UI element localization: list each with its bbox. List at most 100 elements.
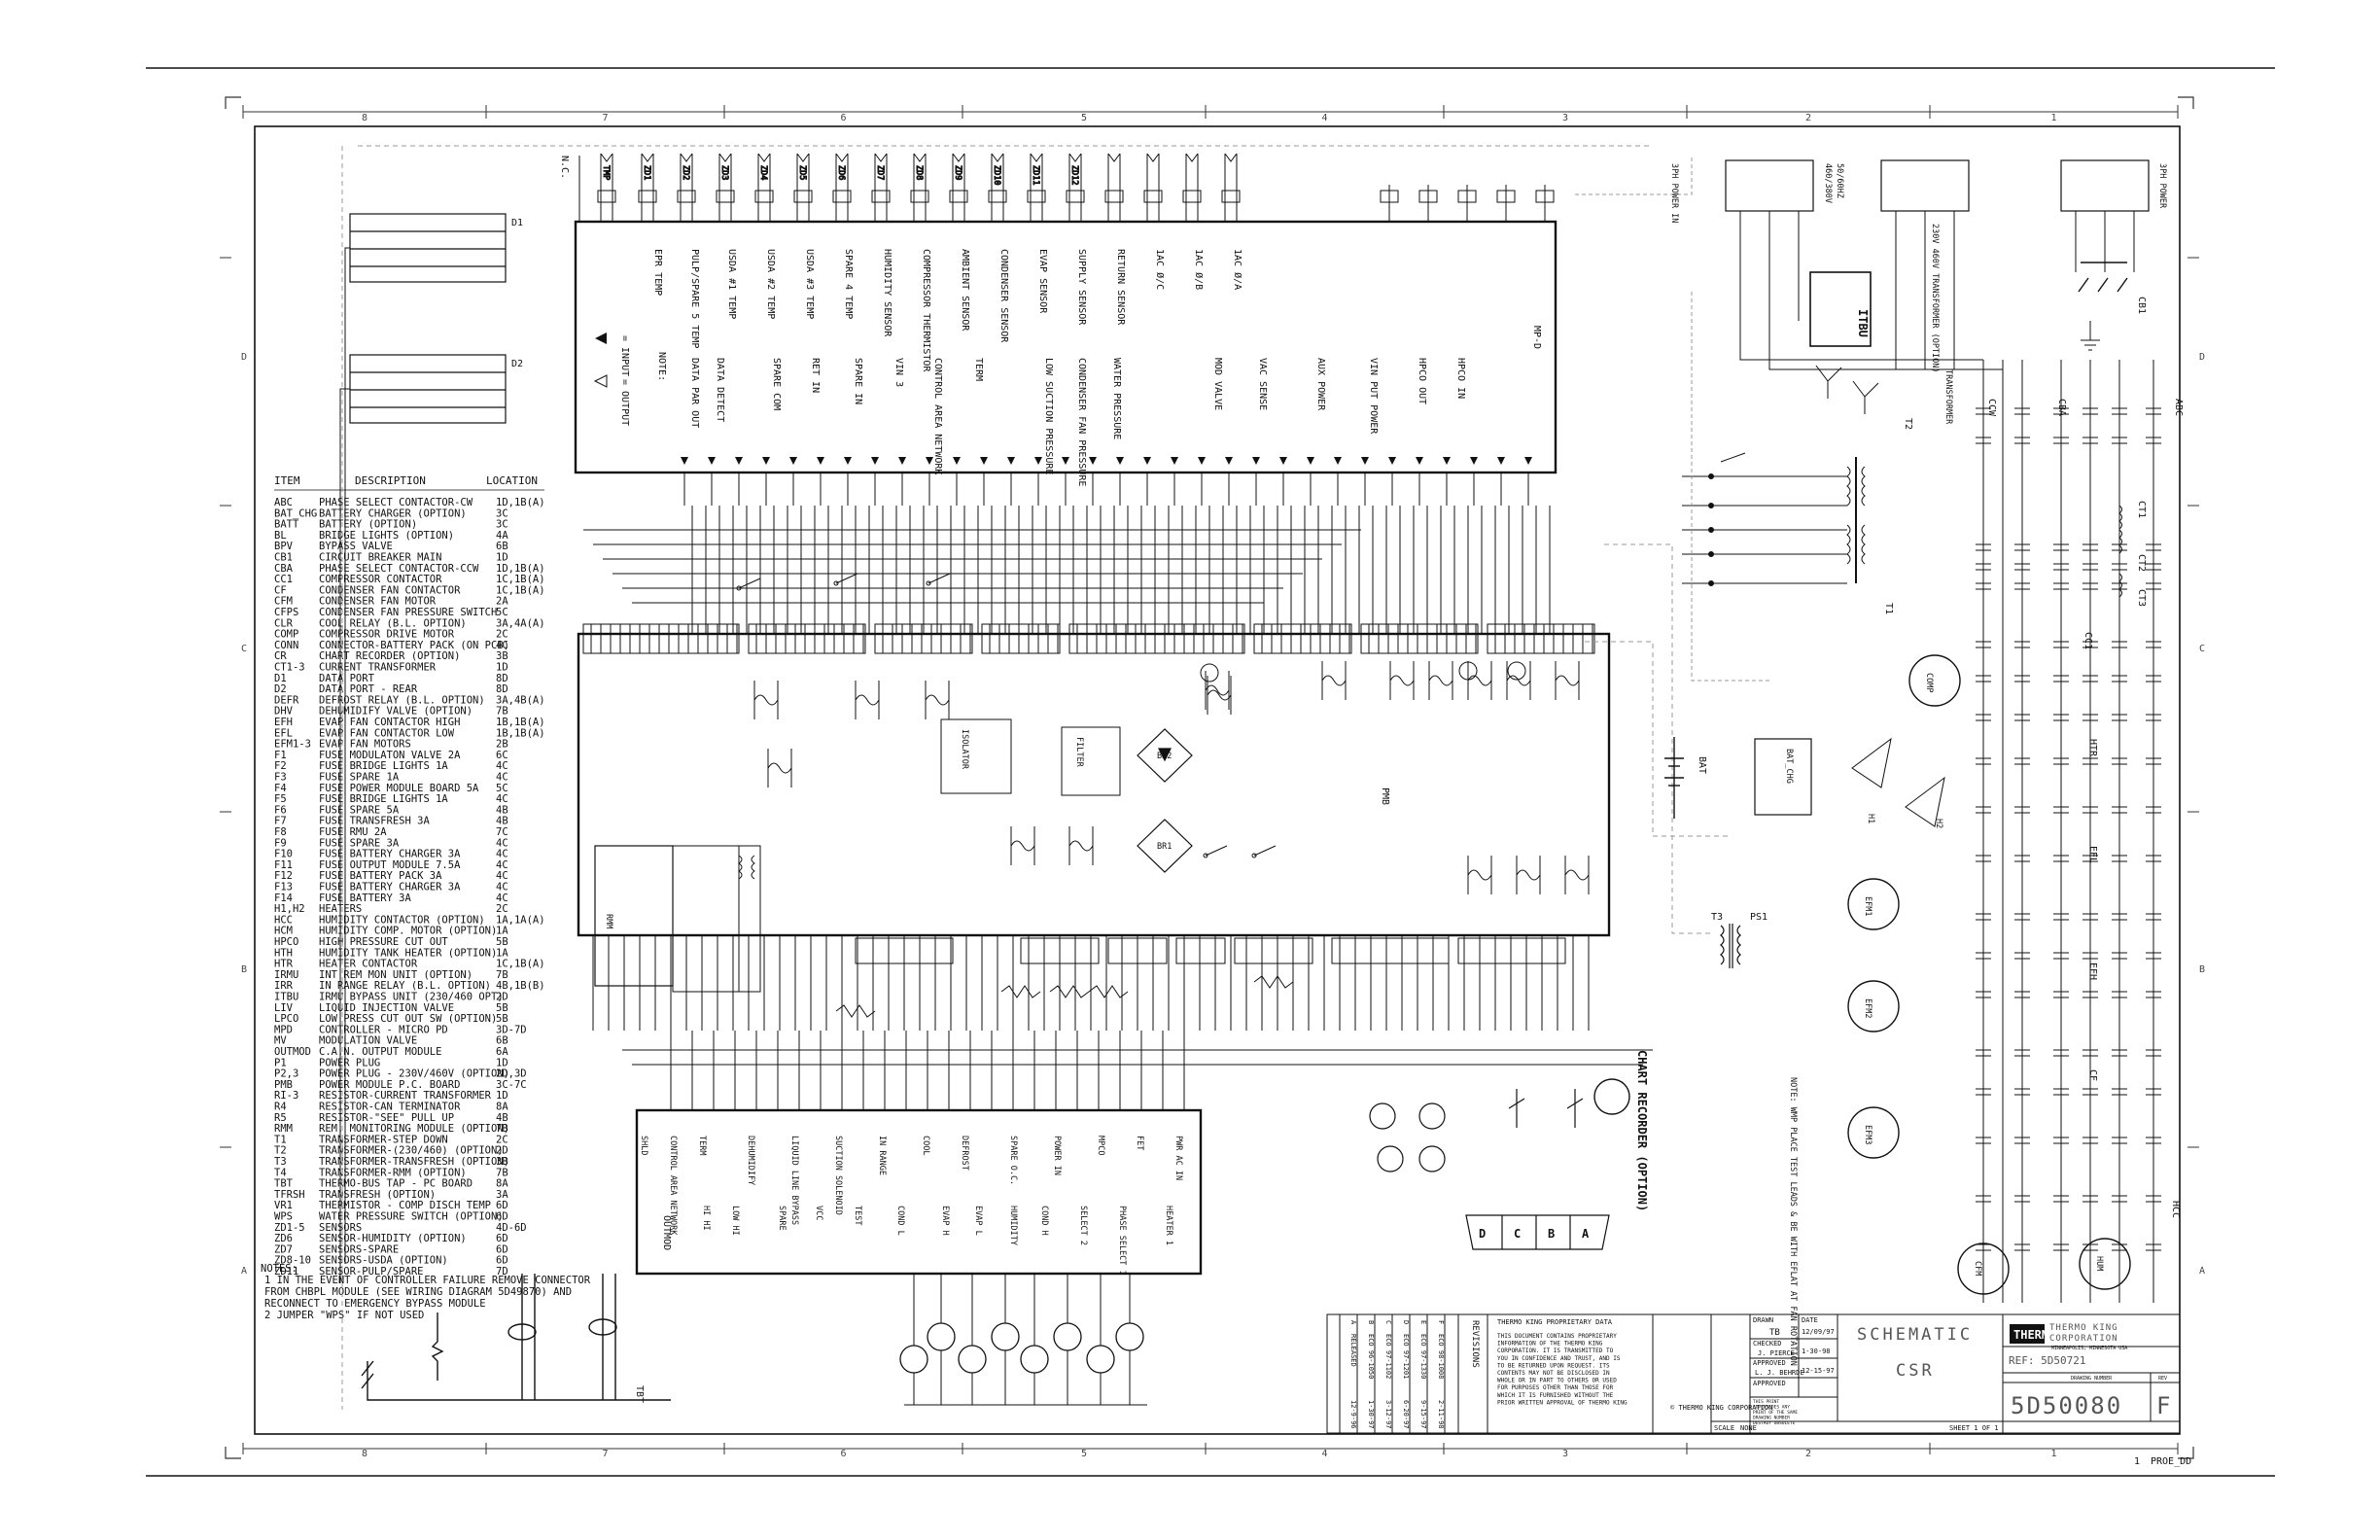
controller-pin-marker bbox=[1388, 457, 1396, 465]
battery-charger-label: BAT_CHG bbox=[1784, 749, 1794, 784]
contactor-label: ABC bbox=[2173, 399, 2184, 416]
legend-item: ZD6 bbox=[274, 1233, 293, 1244]
t1-tap-point bbox=[1708, 580, 1714, 586]
ref-label: REF: 5D50721 bbox=[2009, 1354, 2085, 1367]
legend-location: 6B bbox=[496, 541, 508, 552]
controller-output-label: CONTROL AREA NETWORK bbox=[932, 358, 943, 474]
doc-number: 5D50080 bbox=[2011, 1392, 2122, 1419]
sensor-thermistor-icon bbox=[952, 153, 965, 162]
controller-output-label: DATA DETECT bbox=[715, 358, 725, 422]
sensor-connector bbox=[832, 190, 852, 203]
legend-description: EVAP FAN CONTACTOR LOW bbox=[319, 727, 455, 739]
zone-label-right: B bbox=[2199, 964, 2205, 975]
legend-location: 1D,1B(A) bbox=[496, 497, 545, 508]
current-transformer-icon bbox=[2118, 573, 2122, 598]
outmod-output-label: PHASE SELECT 1 bbox=[1117, 1206, 1127, 1276]
legend-description: FUSE TRANSFRESH 3A bbox=[319, 816, 430, 827]
controller-pin-marker bbox=[817, 457, 824, 465]
zone-label-left: B bbox=[241, 964, 247, 975]
controller-pin-marker bbox=[1470, 457, 1478, 465]
outmod-output-label: EVAP L bbox=[973, 1206, 983, 1236]
fuse-icon bbox=[1467, 675, 1492, 686]
legend-location: 7B bbox=[496, 706, 508, 718]
outmod-output-label: HI HI bbox=[701, 1206, 711, 1231]
legend-item: CLR bbox=[274, 617, 294, 629]
legend-item: F4 bbox=[274, 783, 287, 794]
sensor-connector bbox=[754, 190, 774, 203]
pmb-lower-connector bbox=[1457, 937, 1566, 964]
legend-description: FUSE BRIDGE LIGHTS 1A bbox=[319, 760, 448, 772]
legend-description: RESISTOR-"SEE" PULL UP bbox=[319, 1112, 454, 1124]
controller-pin-marker bbox=[1034, 457, 1042, 465]
legend-location: 3C bbox=[496, 519, 508, 531]
legend-item: WPS bbox=[274, 1211, 293, 1223]
br1-label: BR1 bbox=[1157, 842, 1172, 852]
legend-location: 5B bbox=[496, 1002, 508, 1014]
legend-location: 8D bbox=[496, 673, 508, 684]
zone-ruler-top bbox=[243, 111, 2178, 1450]
legend-location: 8A bbox=[496, 1178, 508, 1190]
revision-date: 1-30-97 bbox=[1367, 1400, 1375, 1429]
legend-description: SENSORS bbox=[319, 1222, 362, 1234]
legend-description: SENSOR-HUMIDITY (OPTION) bbox=[319, 1233, 467, 1244]
rmm-connector bbox=[672, 845, 761, 993]
legend-description: CIRCUIT BREAKER MAIN bbox=[319, 552, 441, 564]
legend-item: DHV bbox=[274, 706, 294, 718]
fuse-icon bbox=[767, 762, 792, 774]
legend-description: FUSE BATTERY CHARGER 3A bbox=[319, 882, 461, 893]
transformer-option-label: 230V 460V TRANSFORMER (OPTION) bbox=[1930, 224, 1940, 373]
legend-location: 5B bbox=[496, 1013, 508, 1025]
legend-item: VR1 bbox=[274, 1200, 293, 1211]
sensor-connector bbox=[1182, 190, 1202, 203]
legend-location: 8D bbox=[496, 683, 508, 695]
legend-item: COMP bbox=[274, 629, 298, 641]
zone-label-bottom: 7 bbox=[602, 1449, 608, 1459]
data-port-d1 bbox=[349, 213, 507, 283]
proprietary-line: CORPORATION. IT IS TRANSMITTED TO bbox=[1497, 1348, 1614, 1354]
legend-location: 1D,1B(A) bbox=[496, 563, 545, 575]
legend-item: CC1 bbox=[274, 574, 293, 585]
legend-item: CFPS bbox=[274, 607, 298, 618]
controller-output-label: SPARE COM bbox=[771, 358, 782, 410]
legend-item: F6 bbox=[274, 804, 287, 816]
legend-description: FUSE BATTERY 3A bbox=[319, 892, 412, 904]
controller-pin-marker bbox=[1279, 457, 1287, 465]
controller-pin-marker bbox=[1497, 457, 1505, 465]
legend-item: TBT bbox=[274, 1178, 294, 1190]
shield-wire bbox=[1604, 543, 1711, 934]
legend-item: T1 bbox=[274, 1134, 287, 1145]
legend-description: DEHUMIDIFY VALVE (OPTION) bbox=[319, 706, 472, 718]
power-plug-p1 bbox=[1880, 159, 1970, 212]
fuse-icon bbox=[1516, 869, 1541, 881]
sensor-thermistor-icon bbox=[1068, 153, 1082, 162]
legend-location: 4C bbox=[496, 793, 508, 805]
outmod-pin-label: SPARE O.C. bbox=[1008, 1136, 1018, 1185]
sensor-connector bbox=[1143, 190, 1163, 203]
legend-description: HUMIDITY TANK HEATER (OPTION) bbox=[319, 947, 497, 959]
legend-item: CF bbox=[274, 584, 287, 596]
legend-location: 5C bbox=[496, 783, 508, 794]
zone-label-left: D bbox=[241, 352, 247, 363]
frame-corners bbox=[225, 96, 2194, 1459]
legend-location: 6D bbox=[496, 1243, 508, 1255]
cb1-label: CB1 bbox=[2136, 297, 2147, 314]
contactor-label: CBA bbox=[2056, 399, 2067, 416]
zone-label-top: 8 bbox=[362, 113, 368, 123]
legend-item: HTH bbox=[274, 947, 293, 959]
legend-description: IRMU BYPASS UNIT (230/460 OPT) bbox=[319, 992, 504, 1003]
switch-icon bbox=[835, 573, 858, 584]
sensor-label: ZD2 bbox=[681, 165, 690, 180]
switch-icon bbox=[738, 578, 761, 589]
contactor-label: EFH bbox=[2087, 962, 2098, 980]
zone-label-bottom: 3 bbox=[1562, 1449, 1568, 1459]
nc-label: N.C. bbox=[559, 156, 570, 179]
legend-location: 5B bbox=[496, 936, 508, 948]
legend-item: F7 bbox=[274, 816, 287, 827]
transformer-label: TRANSFORMER bbox=[1943, 369, 1953, 425]
legend-location: 7B bbox=[496, 969, 508, 981]
sensor-connector bbox=[1066, 190, 1085, 203]
valve-coil-icon bbox=[1000, 985, 1041, 998]
legend-description: PHASE SELECT CONTACTOR-CCW bbox=[319, 563, 479, 575]
